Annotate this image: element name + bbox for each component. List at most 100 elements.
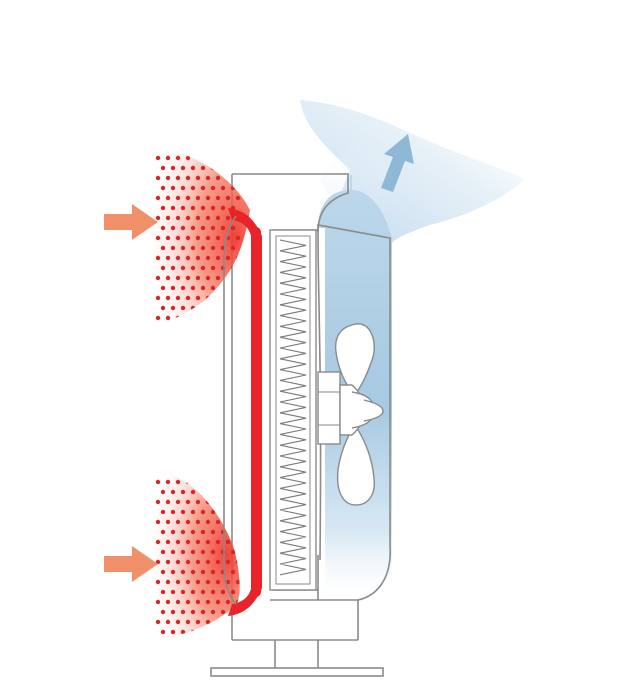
particle-dot — [200, 245, 206, 251]
particle-dot — [215, 295, 221, 301]
particle-dot — [195, 255, 201, 261]
particle-dot — [190, 245, 196, 251]
particle-dot — [155, 479, 161, 485]
particle-dot — [165, 175, 171, 181]
particle-dot — [210, 305, 216, 311]
particle-dot — [225, 155, 231, 161]
particle-dot — [185, 295, 191, 301]
particle-dot — [235, 315, 241, 321]
particle-dot — [155, 175, 161, 181]
particle-dot — [235, 619, 240, 625]
particle-dot — [205, 599, 211, 605]
particle-dot — [190, 205, 196, 211]
particle-dot — [235, 519, 240, 525]
particle-dot — [180, 185, 186, 191]
particle-dot — [200, 589, 206, 595]
particle-dot — [210, 529, 216, 535]
particle-dot — [155, 275, 161, 281]
particle-dot — [235, 295, 241, 301]
particle-dot — [185, 175, 191, 181]
particle-dot — [175, 315, 181, 321]
particle-dot — [180, 589, 186, 595]
particle-dot — [185, 619, 191, 625]
particle-dot — [220, 225, 226, 231]
particle-dot — [175, 195, 181, 201]
particle-dot — [220, 185, 226, 191]
particle-dot — [175, 539, 181, 545]
particle-dot — [155, 295, 161, 301]
particle-dot — [160, 629, 166, 635]
particle-dot — [165, 599, 171, 605]
particle-dot — [170, 529, 176, 535]
particle-dot — [205, 195, 211, 201]
particle-dot — [195, 539, 201, 545]
upper-intake-arrow-icon — [104, 204, 158, 240]
particle-dot — [195, 599, 201, 605]
particle-dot — [165, 275, 171, 281]
particle-dot — [185, 215, 191, 221]
particle-dot — [225, 619, 231, 625]
particle-dot — [160, 609, 166, 615]
particle-dot — [190, 509, 196, 515]
particle-dot — [205, 315, 211, 321]
particle-dot — [170, 185, 176, 191]
particle-dot — [185, 155, 191, 161]
particle-dot — [225, 275, 231, 281]
particle-dot — [180, 285, 186, 291]
particle-dot — [200, 165, 206, 171]
particle-dot — [165, 255, 171, 261]
particle-dot — [180, 205, 186, 211]
particle-dot — [235, 479, 240, 485]
particle-dot — [160, 225, 166, 231]
red-air-channel — [223, 208, 262, 616]
outlet-arrow-icon — [381, 134, 414, 192]
particle-dot — [175, 559, 181, 565]
particle-dot — [165, 235, 171, 241]
particle-dot — [215, 579, 221, 585]
particle-dot — [180, 165, 186, 171]
fan — [317, 323, 384, 506]
particle-dot — [170, 165, 176, 171]
particle-dot — [180, 489, 186, 495]
particle-dot — [180, 569, 186, 575]
particle-dot — [200, 529, 206, 535]
particle-dot — [225, 195, 231, 201]
particle-dot — [215, 499, 221, 505]
particle-dot — [185, 599, 191, 605]
particle-dot — [220, 629, 226, 635]
particle-dot — [195, 499, 201, 505]
particle-dot — [160, 205, 166, 211]
particle-dot — [215, 315, 221, 321]
particle-dot — [165, 519, 171, 525]
lower-intake-cloud — [150, 470, 240, 640]
particle-dot — [210, 569, 216, 575]
particle-dot — [190, 629, 196, 635]
particle-dot — [215, 175, 221, 181]
particle-dot — [180, 225, 186, 231]
particle-dot — [225, 295, 231, 301]
particle-dot — [170, 245, 176, 251]
particle-dot — [190, 609, 196, 615]
particle-dot — [235, 235, 241, 241]
particle-dot — [195, 479, 201, 485]
particle-dot — [160, 569, 166, 575]
particle-dot — [160, 529, 166, 535]
particle-dot — [170, 285, 176, 291]
particle-dot — [185, 539, 191, 545]
particle-dot — [200, 509, 206, 515]
particle-dot — [200, 185, 206, 191]
particle-dot — [175, 599, 181, 605]
particle-dot — [215, 619, 221, 625]
particle-dot — [225, 519, 231, 525]
particle-dot — [225, 479, 231, 485]
particle-dot — [190, 265, 196, 271]
particle-dot — [200, 629, 206, 635]
particle-dot — [200, 549, 206, 555]
fan-blade-bottom — [336, 423, 375, 506]
particle-dot — [195, 215, 201, 221]
particle-dot — [210, 165, 216, 171]
particle-dot — [220, 165, 226, 171]
particle-dot — [175, 579, 181, 585]
particle-dot — [215, 155, 221, 161]
particle-dot — [160, 285, 166, 291]
